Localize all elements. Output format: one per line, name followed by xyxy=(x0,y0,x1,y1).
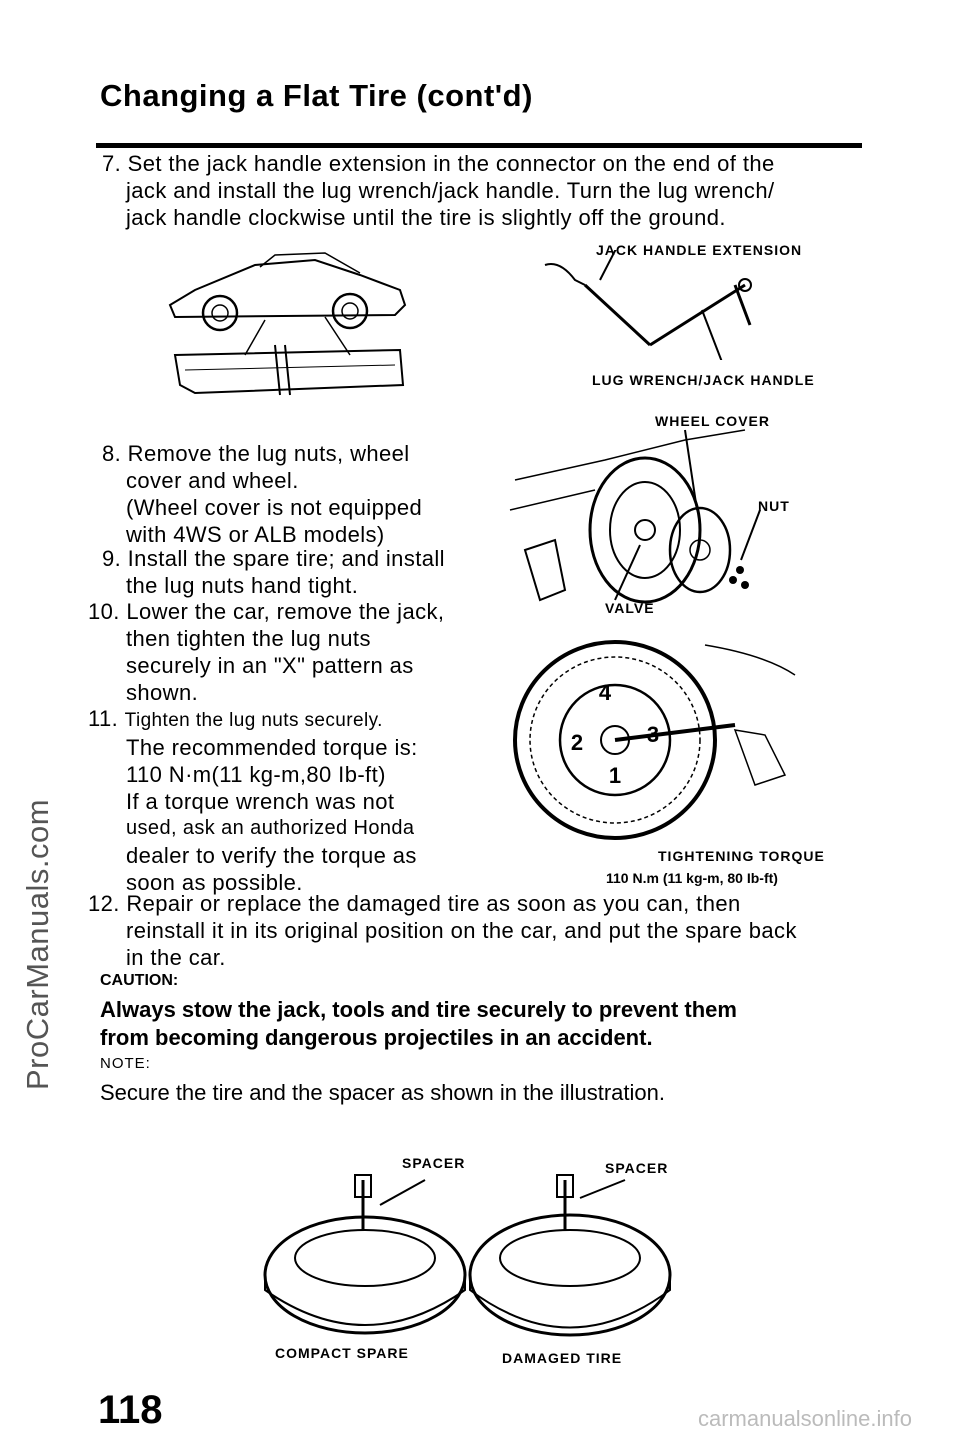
step-11-line-4: If a torque wrench was not xyxy=(126,789,395,814)
step-12-line-3: in the car. xyxy=(126,945,226,970)
lug-nut-pattern-illustration: 1 2 3 4 xyxy=(513,640,796,840)
step-11-line-6: dealer to verify the torque as xyxy=(126,843,417,868)
caution-line-2: from becoming dangerous projectiles in a… xyxy=(100,1025,653,1050)
side-watermark: ProCarManuals.com xyxy=(20,798,55,1090)
step-11-number: 11. xyxy=(88,706,119,731)
jack-handle-illustration xyxy=(544,250,752,360)
step-8-number: 8. xyxy=(102,441,122,466)
label-valve: VALVE xyxy=(605,600,655,616)
label-tightening-torque: TIGHTENING TORQUE xyxy=(658,848,825,864)
caution-label: CAUTION: xyxy=(100,972,179,989)
step-7-number: 7. xyxy=(102,151,122,176)
nut-order-3: 3 xyxy=(647,722,659,747)
page-title: Changing a Flat Tire (cont'd) xyxy=(100,78,533,113)
step-8-line-1: Remove the lug nuts, wheel xyxy=(127,441,410,466)
caution-line-1: Always stow the jack, tools and tire sec… xyxy=(100,997,737,1022)
step-11-line-2: The recommended torque is: xyxy=(126,735,418,760)
label-spacer-left: SPACER xyxy=(402,1155,466,1171)
step-7-line-2: jack and install the lug wrench/jack han… xyxy=(126,178,775,203)
step-10: 10. Lower the car, remove the jack, then… xyxy=(88,598,482,706)
label-jack-handle-extension: JACK HANDLE EXTENSION xyxy=(596,242,803,258)
step-12-number: 12. xyxy=(88,891,120,916)
step-10-line-2: then tighten the lug nuts xyxy=(126,626,371,651)
step-10-line-3: securely in an "X" pattern as xyxy=(126,653,414,678)
page-number: 118 xyxy=(98,1388,163,1432)
step-11-line-1: Tighten the lug nuts securely. xyxy=(124,710,383,731)
step-10-line-1: Lower the car, remove the jack, xyxy=(126,599,445,624)
step-10-line-4: shown. xyxy=(126,680,199,705)
step-8-line-2: cover and wheel. xyxy=(126,468,299,493)
step-10-number: 10. xyxy=(88,599,120,624)
step-8-line-3: (Wheel cover is not equipped xyxy=(126,495,423,520)
label-nut: NUT xyxy=(758,498,790,514)
step-7-line-1: Set the jack handle extension in the con… xyxy=(127,151,775,176)
label-compact-spare: COMPACT SPARE xyxy=(275,1345,409,1361)
step-7: 7. Set the jack handle extension in the … xyxy=(102,150,862,231)
step-9: 9. Install the spare tire; and install t… xyxy=(102,545,482,599)
step-9-line-2: the lug nuts hand tight. xyxy=(126,573,359,598)
label-wheel-cover: WHEEL COVER xyxy=(655,413,770,429)
step-11-line-7: soon as possible. xyxy=(126,870,303,895)
label-spacer-right: SPACER xyxy=(605,1160,669,1176)
car-raised-illustration xyxy=(168,252,407,396)
note-label: NOTE: xyxy=(100,1055,151,1072)
step-12: 12. Repair or replace the damaged tire a… xyxy=(88,890,868,971)
title-rule xyxy=(96,143,862,148)
label-damaged-tire: DAMAGED TIRE xyxy=(502,1350,623,1366)
step-9-line-1: Install the spare tire; and install xyxy=(127,546,445,571)
wheel-removal-illustration xyxy=(509,429,761,604)
tire-spacer-illustration xyxy=(263,1174,672,1337)
step-11: 11. Tighten the lug nuts securely. The r… xyxy=(88,705,482,896)
label-torque-value: 110 N.m (11 kg-m, 80 Ib-ft) xyxy=(606,870,778,886)
step-12-line-1: Repair or replace the damaged tire as so… xyxy=(126,891,741,916)
step-8-line-4: with 4WS or ALB models) xyxy=(126,522,385,547)
nut-order-2: 2 xyxy=(571,730,583,755)
step-9-number: 9. xyxy=(102,546,122,571)
nut-order-1: 1 xyxy=(609,763,621,788)
step-11-line-5: used, ask an authorized Honda xyxy=(126,817,415,839)
step-7-line-3: jack handle clockwise until the tire is … xyxy=(126,205,726,230)
footer-site-watermark: carmanualsonline.info xyxy=(697,1406,912,1431)
label-lug-wrench: LUG WRENCH/JACK HANDLE xyxy=(592,372,815,388)
nut-order-4: 4 xyxy=(599,680,612,705)
note-text: Secure the tire and the spacer as shown … xyxy=(100,1080,665,1105)
step-12-line-2: reinstall it in its original position on… xyxy=(126,918,797,943)
caution-text: Always stow the jack, tools and tire sec… xyxy=(100,996,870,1052)
step-8: 8. Remove the lug nuts, wheel cover and … xyxy=(102,440,482,548)
step-11-line-3: 110 N·m(11 kg-m,80 Ib-ft) xyxy=(126,762,386,787)
